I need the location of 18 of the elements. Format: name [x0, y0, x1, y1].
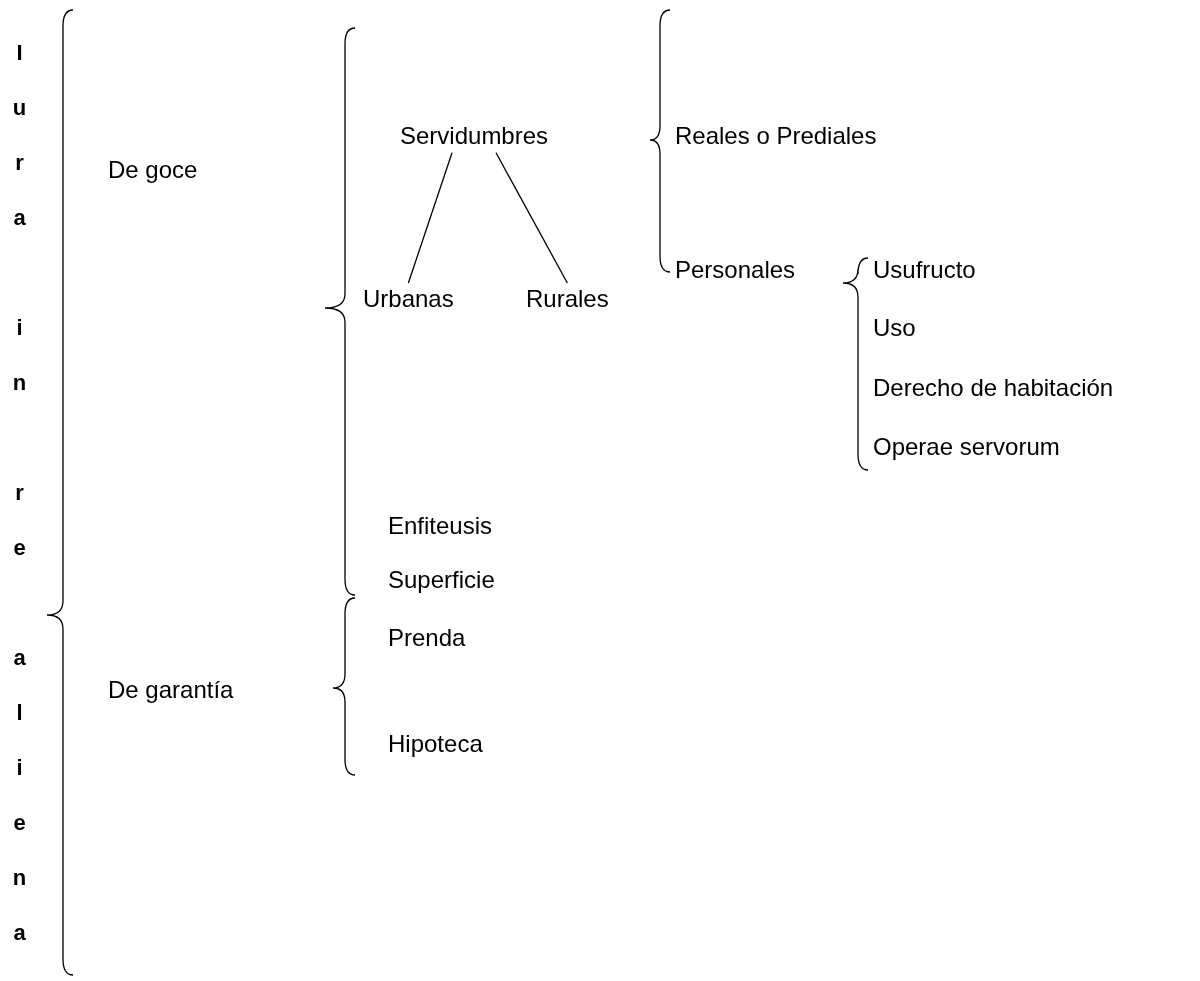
category-text: Derecho de habitación: [873, 374, 1114, 403]
category-text: Reales o Prediales: [675, 122, 877, 151]
category-text: Rurales: [526, 285, 609, 314]
category-text: Prenda: [388, 624, 466, 653]
category-text: Personales: [675, 256, 796, 285]
connector-line: [495, 152, 568, 284]
category-text: Uso: [873, 314, 916, 343]
vertical-title: Iura in re aliena: [8, 40, 30, 975]
category-text: Operae servorum: [873, 433, 1060, 462]
category-text: De garantía: [108, 676, 234, 705]
category-text: Enfiteusis: [388, 512, 493, 541]
category-text: Superficie: [388, 566, 495, 595]
category-text: De goce: [108, 156, 198, 185]
category-text: Usufructo: [873, 256, 976, 285]
connector-line: [407, 152, 453, 284]
category-text: Hipoteca: [388, 730, 483, 759]
category-text: Servidumbres: [400, 122, 549, 151]
category-text: Urbanas: [363, 285, 454, 314]
